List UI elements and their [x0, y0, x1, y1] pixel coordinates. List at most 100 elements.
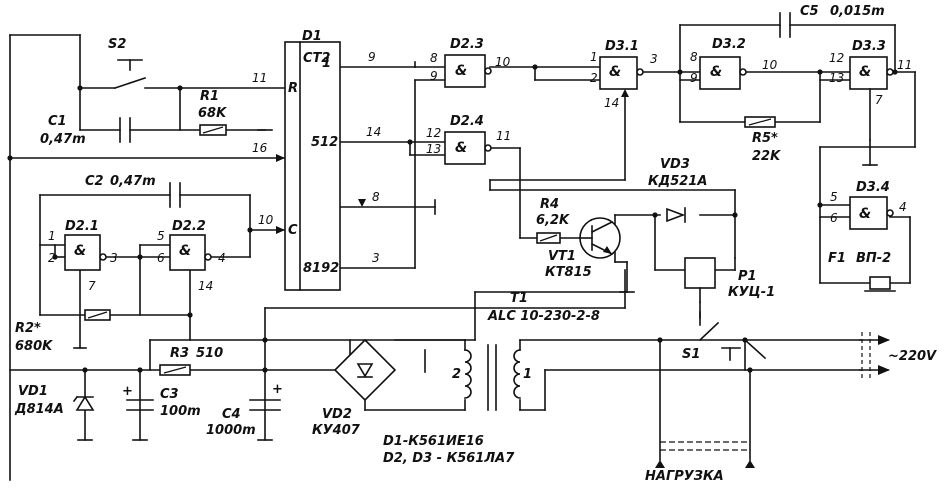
- d23-label: D2.3: [450, 37, 484, 52]
- svg-text:4: 4: [899, 200, 907, 214]
- d1-pin-gnd: 8: [372, 190, 380, 204]
- svg-text:&: &: [455, 140, 467, 156]
- svg-text:10: 10: [495, 55, 511, 69]
- note-d1: D1-К561ИЕ16: [383, 434, 484, 449]
- transistor-vt1: VT1 КТ815: [545, 217, 621, 280]
- mains-plug: ~220V: [859, 332, 937, 378]
- vt1-label: VT1: [548, 249, 576, 264]
- svg-text:+: +: [122, 384, 133, 399]
- gate-d3-3: & D3.3 12 13 11 7: [829, 39, 912, 141]
- d1-pin-q512: 14: [366, 125, 381, 139]
- svg-text:4: 4: [218, 251, 226, 265]
- svg-text:&: &: [609, 64, 621, 80]
- vd2-label: VD2: [322, 407, 352, 422]
- ground-symbols: [73, 129, 878, 441]
- capacitor-c3: + C3 100m: [122, 384, 201, 419]
- svg-text:2: 2: [452, 367, 461, 382]
- gate-d2-2: & D2.2 5 6 4 14: [157, 219, 226, 293]
- d1-out-8192: 8192: [303, 261, 339, 276]
- counter-d1: D1 CT2 R C 1 512 8192 11 16 10 9 14 8 3: [252, 29, 381, 291]
- vd2-part: КУ407: [312, 423, 361, 438]
- f1-label: F1: [828, 251, 846, 266]
- c4-value: 1000m: [206, 423, 256, 438]
- resistor-r2: R2* 680K: [15, 309, 111, 354]
- svg-text:2: 2: [590, 71, 598, 85]
- svg-text:5: 5: [157, 229, 165, 243]
- capacitor-c5: C5 0,015m: [779, 4, 885, 38]
- svg-text:&: &: [74, 243, 86, 259]
- junctions: [7, 64, 898, 373]
- bridge-vd2: VD2 КУ407: [312, 338, 397, 438]
- svg-text:&: &: [710, 64, 722, 80]
- gate-d3-1: & D3.1 1 2 3 14: [590, 39, 658, 110]
- svg-text:13: 13: [426, 142, 441, 156]
- r2-label: R2*: [15, 321, 41, 336]
- d22-label: D2.2: [172, 219, 206, 234]
- p1-part: КУЦ-1: [728, 285, 775, 300]
- relay-contact: [698, 321, 720, 342]
- gate-d3-4: & D3.4 5 6 4: [830, 180, 907, 230]
- note-d2d3: D2, D3 - К561ЛА7: [383, 451, 515, 466]
- r5-label: R5*: [752, 131, 778, 146]
- svg-text:&: &: [859, 64, 871, 80]
- r5-value: 22K: [752, 149, 781, 164]
- f1-part: ВП-2: [856, 251, 891, 266]
- c1-label: C1: [48, 114, 67, 129]
- r4-label: R4: [540, 197, 559, 212]
- d33-label: D3.3: [852, 39, 886, 54]
- d1-input-c: C: [288, 223, 298, 238]
- zener-vd1: VD1 Д814А: [14, 384, 95, 417]
- svg-text:8: 8: [430, 51, 438, 65]
- d1-pin-q8192: 3: [372, 251, 380, 265]
- capacitor-c2: C2 0,47m: [85, 174, 181, 208]
- svg-text:9: 9: [690, 71, 698, 85]
- svg-text:7: 7: [88, 279, 96, 293]
- svg-text:1: 1: [590, 50, 598, 64]
- d1-input-r: R: [288, 81, 298, 96]
- d32-label: D3.2: [712, 37, 746, 52]
- d1-pin-set: 16: [252, 141, 268, 155]
- svg-text:8: 8: [690, 50, 698, 64]
- c5-value: 0,015m: [830, 4, 885, 19]
- c3-label: C3: [160, 387, 179, 402]
- switch-s1: S1: [682, 338, 767, 362]
- d34-label: D3.4: [856, 180, 890, 195]
- wires: [9, 24, 916, 481]
- r2-value: 680K: [15, 339, 53, 354]
- r1-value: 68K: [198, 106, 227, 121]
- d31-label: D3.1: [605, 39, 639, 54]
- svg-text:12: 12: [829, 51, 844, 65]
- s1-label: S1: [682, 347, 700, 362]
- gate-d2-1: & D2.1 1 2 3 7: [48, 219, 118, 293]
- c3-value: 100m: [160, 404, 201, 419]
- resistor-r5: R5* 22K: [744, 116, 781, 164]
- svg-text:11: 11: [496, 129, 511, 143]
- c1-value: 0,47m: [40, 132, 86, 147]
- r3-label: R3: [170, 346, 189, 361]
- r3-value: 510: [196, 346, 223, 361]
- svg-text:9: 9: [430, 69, 438, 83]
- t1-part: ALC 10-230-2-8: [487, 309, 600, 324]
- gate-d3-2: & D3.2 8 9 10: [690, 37, 778, 90]
- svg-text:6: 6: [830, 211, 838, 225]
- p1-label: P1: [738, 269, 757, 284]
- svg-text:14: 14: [604, 96, 619, 110]
- d24-label: D2.4: [450, 114, 484, 129]
- vd3-label: VD3: [660, 157, 690, 172]
- d21-label: D2.1: [65, 219, 99, 234]
- c2-value: 0,47m: [110, 174, 156, 189]
- buzzer-f1: F1 ВП-2: [828, 251, 896, 292]
- svg-text:13: 13: [829, 71, 844, 85]
- switch-s2: S2: [108, 37, 147, 90]
- svg-text:3: 3: [650, 52, 658, 66]
- s2-label: S2: [108, 37, 126, 52]
- svg-text:3: 3: [110, 251, 118, 265]
- resistor-r3: R3 510: [159, 346, 223, 376]
- d1-label: D1: [302, 29, 322, 44]
- vd3-part: КД521А: [648, 174, 707, 189]
- svg-text:7: 7: [875, 93, 883, 107]
- vd1-label: VD1: [18, 384, 48, 399]
- mains-label: ~220V: [888, 349, 937, 364]
- svg-text:+: +: [272, 382, 283, 397]
